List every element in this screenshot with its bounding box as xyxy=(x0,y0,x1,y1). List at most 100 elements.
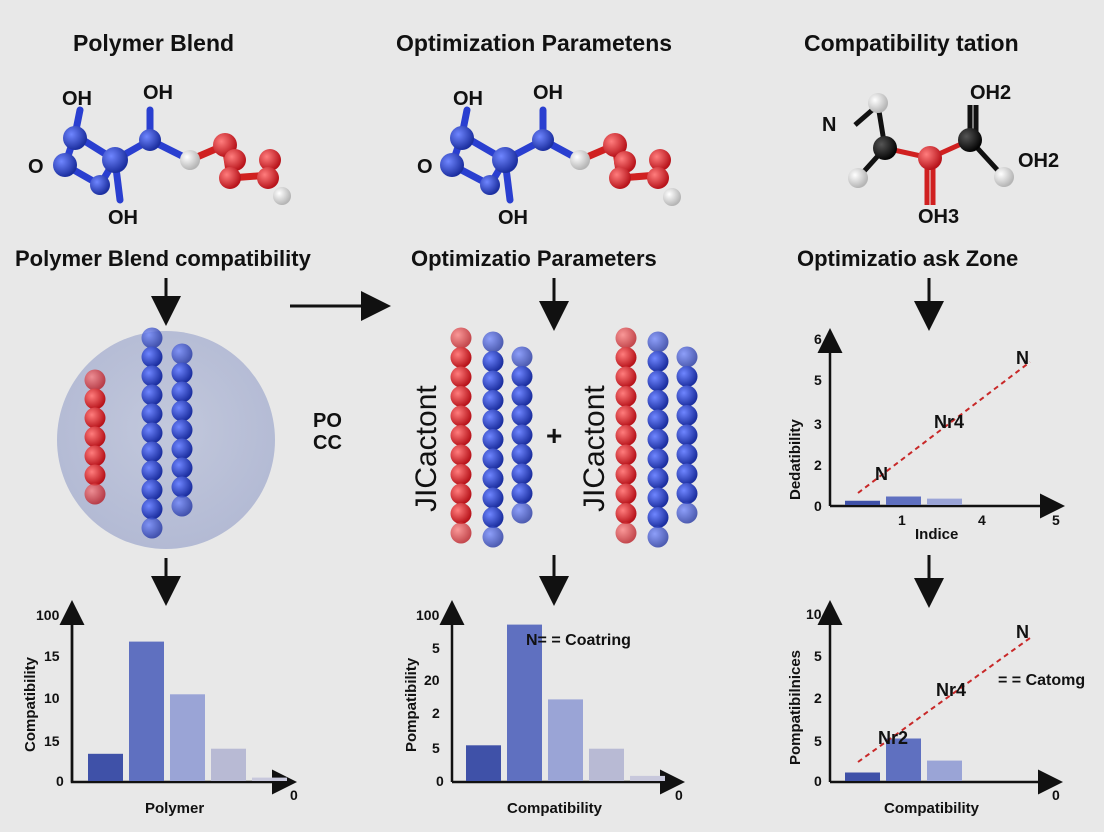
chain-bead xyxy=(141,346,163,368)
chain-bead xyxy=(647,507,669,528)
mol-label: OH2 xyxy=(970,82,1012,104)
chain-bead xyxy=(482,409,504,431)
y-tick: 5 xyxy=(432,640,440,656)
mol-label: OH xyxy=(108,207,138,229)
chain-bead xyxy=(482,507,504,528)
y-tick: 100 xyxy=(416,607,440,623)
y-tick: 3 xyxy=(814,416,822,432)
chain-bead xyxy=(450,386,472,407)
bar xyxy=(129,641,164,781)
chain-bead xyxy=(450,366,472,388)
chain-bead xyxy=(141,327,163,349)
chain-bead xyxy=(647,351,669,372)
bar xyxy=(466,745,501,781)
point-label: Nr2 xyxy=(878,728,909,748)
chain-bead xyxy=(615,366,637,388)
mol-label: OH xyxy=(498,207,528,229)
chain-bead xyxy=(171,343,193,365)
middle-subtitle: Optimizatio Parameters xyxy=(411,246,657,271)
chain-bead xyxy=(171,400,193,422)
chain-bead xyxy=(647,409,669,431)
x-tick: 5 xyxy=(1052,512,1060,528)
chain-bead xyxy=(511,483,533,504)
mol-label: O xyxy=(417,156,433,178)
chain-bead xyxy=(171,362,193,384)
bar xyxy=(927,760,962,781)
chain-bead xyxy=(450,327,472,349)
trend-lines xyxy=(857,361,1031,763)
chain-bead xyxy=(141,422,163,444)
chain-bead xyxy=(171,457,193,479)
middle-title: Optimization Parametens xyxy=(396,30,673,56)
chain-bead xyxy=(141,403,163,425)
stack-label: JICactont xyxy=(410,385,443,512)
chain-bead xyxy=(647,390,669,411)
blend-sphere xyxy=(57,331,275,549)
chain-bead xyxy=(615,386,637,407)
bar xyxy=(589,748,624,781)
point-label: N xyxy=(1016,622,1029,642)
chain-bead xyxy=(647,526,669,548)
middle-molecule xyxy=(440,106,681,206)
chain-bead xyxy=(647,448,669,470)
bar xyxy=(845,500,880,505)
bar xyxy=(88,753,123,781)
chain-bead xyxy=(511,502,533,524)
chain-bead xyxy=(511,463,533,485)
y-tick: 15 xyxy=(44,733,60,749)
chain-bead xyxy=(676,502,698,524)
chain-bead xyxy=(615,444,637,466)
point-label: Nr4 xyxy=(936,680,967,700)
chain-bead xyxy=(615,483,637,505)
x-axis-label: Indice xyxy=(915,526,959,543)
y-tick: 5 xyxy=(814,733,822,749)
chain-bead xyxy=(450,347,472,368)
chain-bead xyxy=(647,429,669,450)
chain-bead xyxy=(171,438,193,460)
y-tick: 20 xyxy=(424,672,440,688)
right-molecule xyxy=(848,93,1014,205)
bar xyxy=(630,775,665,781)
mol-label: OH3 xyxy=(918,206,960,228)
chain-bead xyxy=(647,487,669,509)
y-tick: 5 xyxy=(432,740,440,756)
chart-annotation: = = Catomg xyxy=(998,672,1086,689)
bar xyxy=(548,699,583,781)
chain-bead xyxy=(171,476,193,498)
mol-label: OH xyxy=(62,88,92,110)
chain-bead xyxy=(676,483,698,504)
right-subtitle: Optimizatio ask Zone xyxy=(797,246,1019,271)
point-label: N xyxy=(1016,348,1029,368)
mol-label: OH2 xyxy=(1018,150,1060,172)
x-axis-label: Compatibility xyxy=(507,800,603,817)
bar xyxy=(886,738,921,781)
chain-bead xyxy=(676,463,698,485)
chain-bead xyxy=(676,385,698,407)
y-tick: 10 xyxy=(806,606,822,622)
chart-annotation: N= = Coatring xyxy=(526,632,631,649)
chain-bead xyxy=(84,464,106,486)
chain-bead xyxy=(171,495,193,517)
chain-bead xyxy=(84,369,106,391)
point-label: Nr4 xyxy=(934,412,965,432)
chain-bead xyxy=(450,425,472,446)
y-tick: 2 xyxy=(814,690,822,706)
y-tick: 5 xyxy=(814,372,822,388)
x-tick: 4 xyxy=(978,512,986,528)
mol-label: OH xyxy=(143,82,173,104)
left-title: Polymer Blend xyxy=(73,30,235,56)
bar xyxy=(211,748,246,781)
chain-bead xyxy=(482,526,504,548)
left-subtitle: Polymer Blend compatibility xyxy=(15,246,311,271)
chain-bead xyxy=(141,365,163,387)
chain-bead xyxy=(615,522,637,544)
chain-bead xyxy=(482,448,504,470)
y-axis-label: Pompatibility xyxy=(403,657,420,752)
chain-bead xyxy=(676,346,698,368)
chain-bead xyxy=(511,346,533,368)
chain-bead xyxy=(676,366,698,387)
chain-bead xyxy=(615,347,637,368)
y-tick: 100 xyxy=(36,607,60,623)
chain-bead xyxy=(511,366,533,387)
chain-bead xyxy=(482,487,504,509)
